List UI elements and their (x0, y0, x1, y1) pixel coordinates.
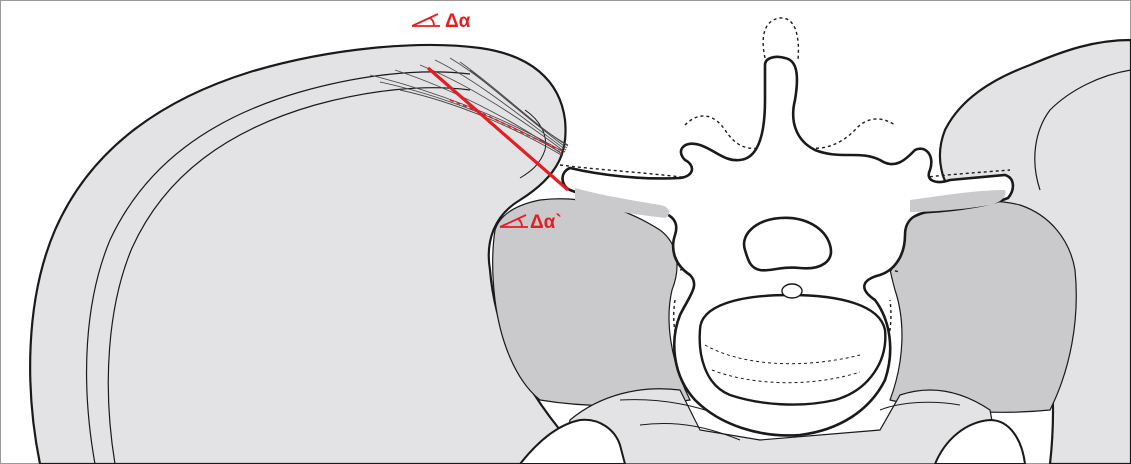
angle-bottom-text: Δα` (530, 212, 562, 233)
left-sacral-ala (493, 199, 690, 406)
vertebral-body (700, 295, 886, 405)
nucleus-circle (782, 284, 802, 298)
right-sacral-ala (888, 201, 1077, 412)
angle-top-text: Δα (445, 11, 471, 32)
